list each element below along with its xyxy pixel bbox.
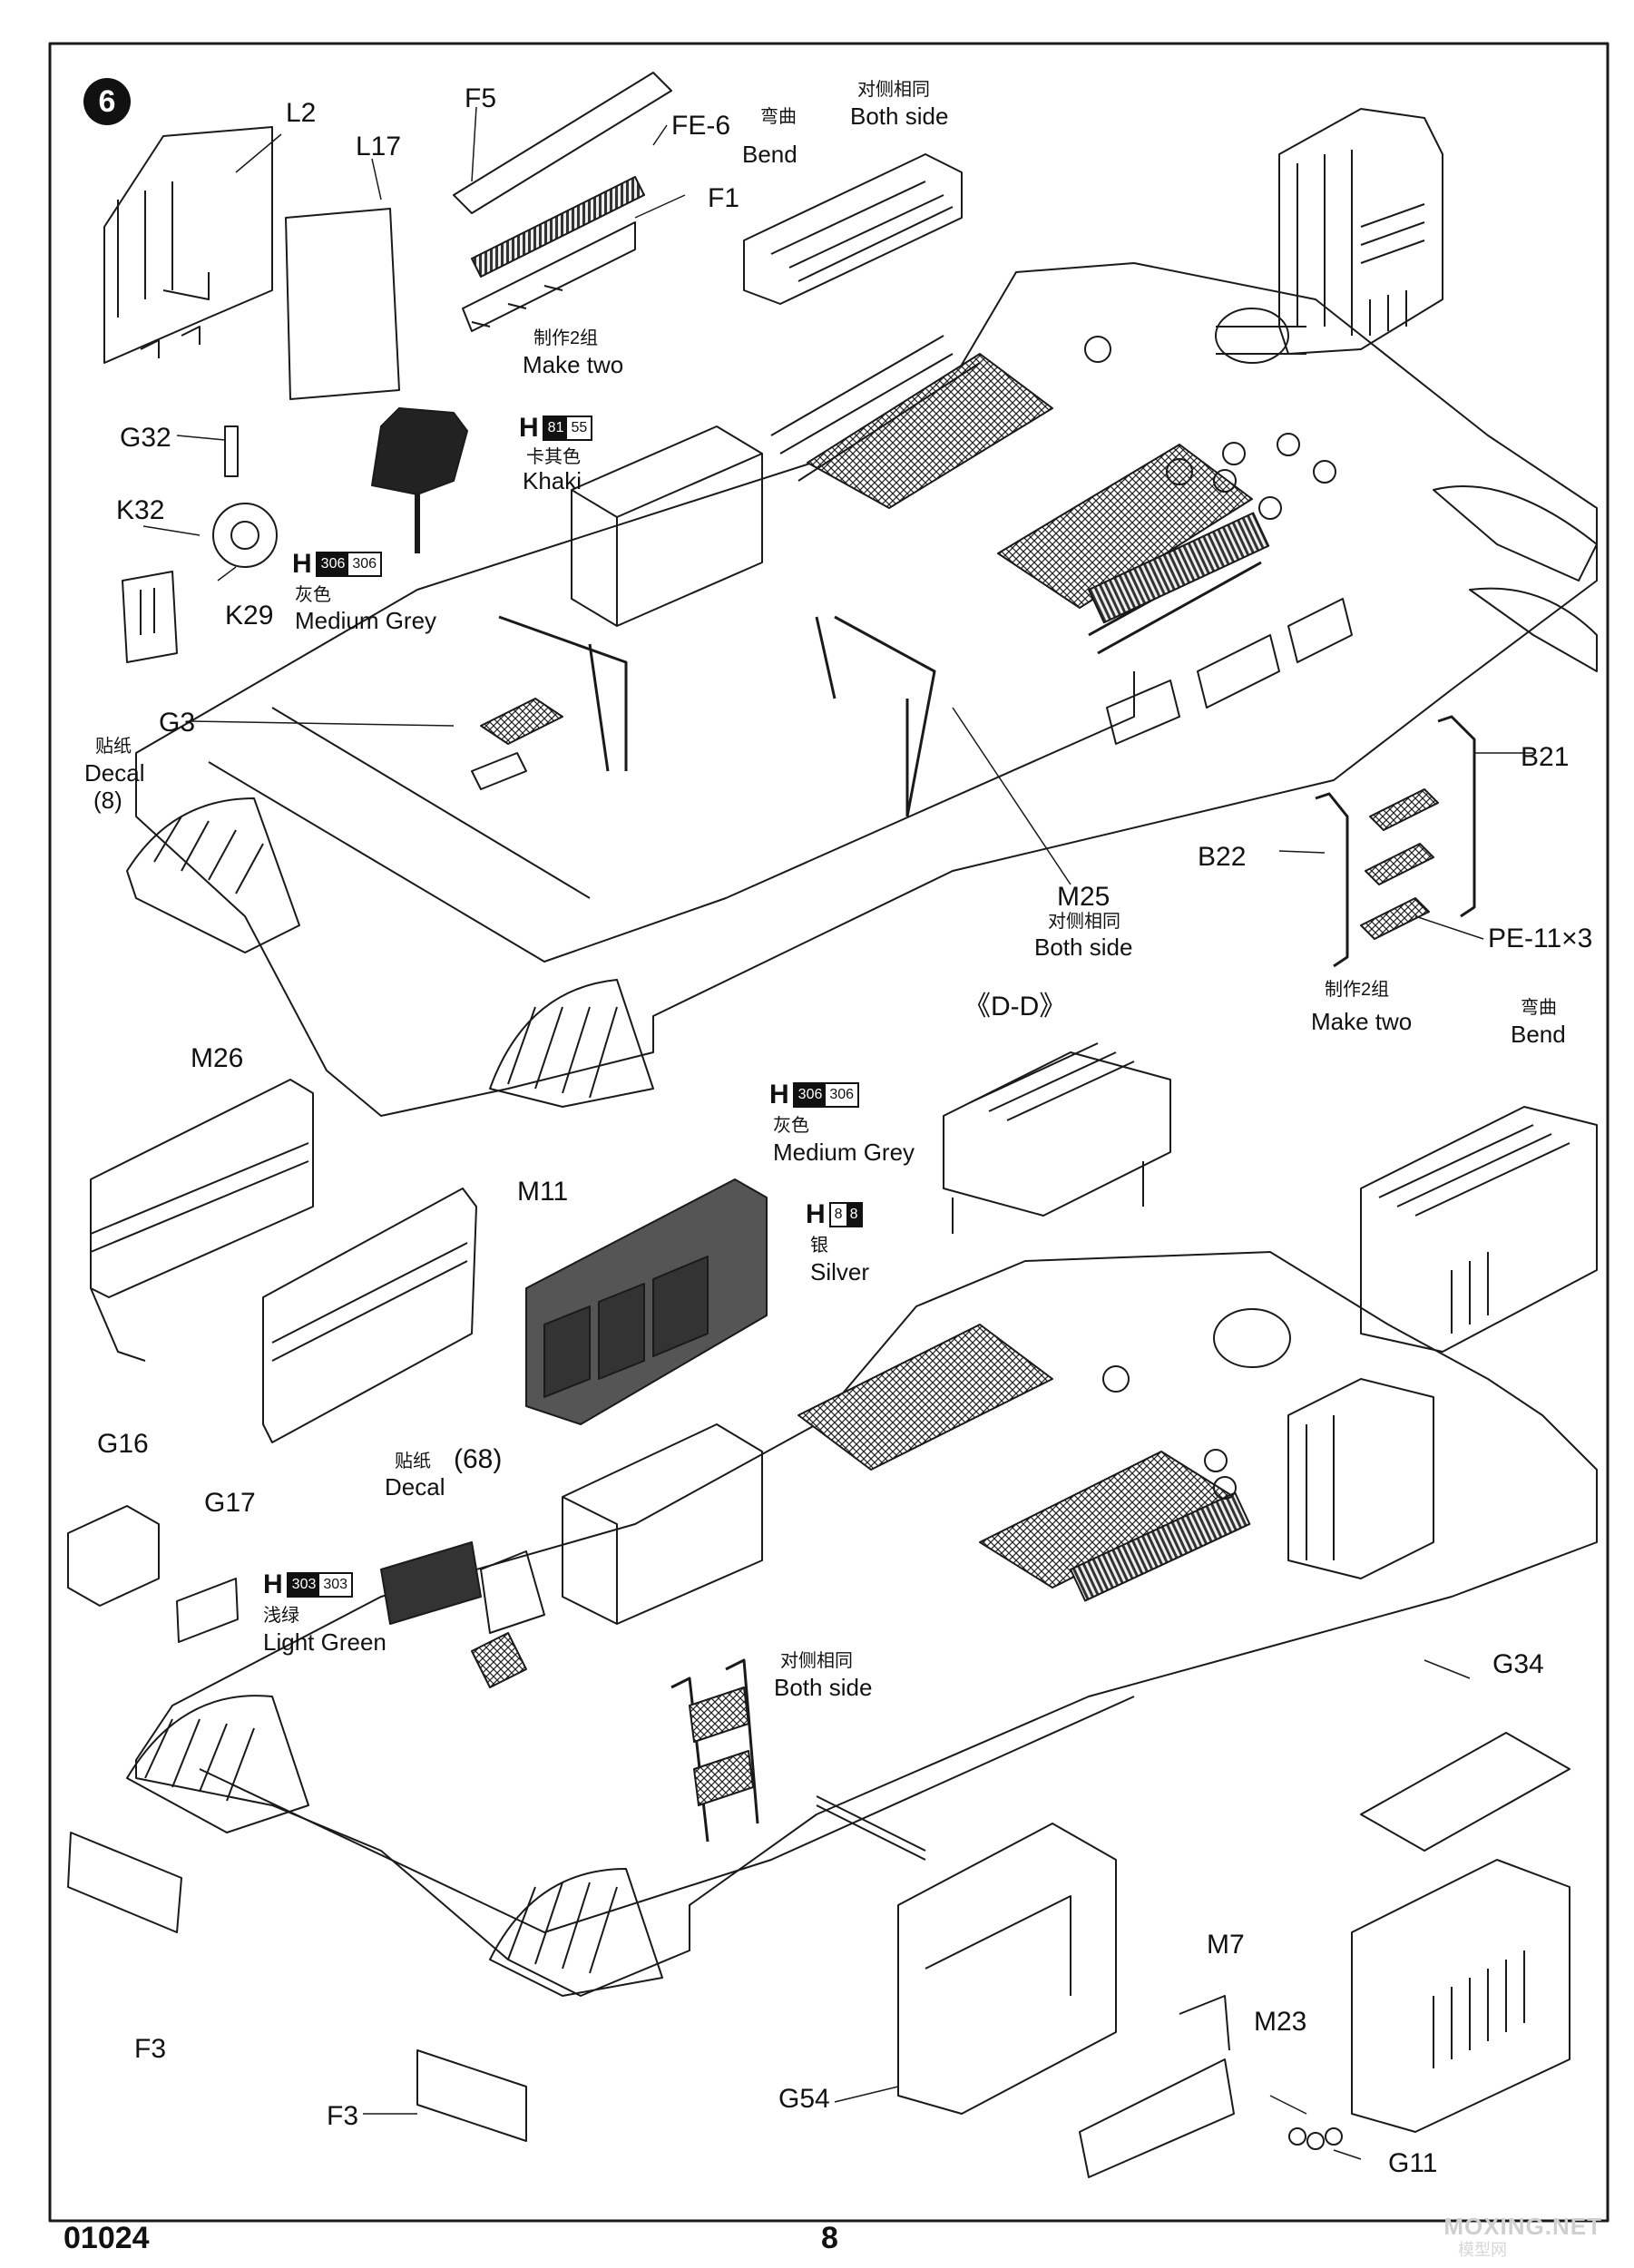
rear-box <box>1278 108 1443 355</box>
note-bend-cn-2: 弯曲 <box>1521 998 1557 1018</box>
label-K29: K29 <box>225 601 274 631</box>
label-M25: M25 <box>1057 882 1111 912</box>
note-make-two-en-1: Make two <box>523 351 624 378</box>
label-DD: 《D-D》 <box>964 992 1067 1022</box>
lower-hull <box>126 1251 1598 1997</box>
decal-en-2: Decal <box>385 1473 445 1501</box>
note-both-en-3: Both side <box>774 1674 873 1701</box>
paint-green-cn: 浅绿 <box>263 1606 299 1626</box>
note-make-two-cn-2: 制作2组 <box>1325 980 1390 1000</box>
paint-grey-1-cn: 灰色 <box>295 585 331 605</box>
page-frame <box>48 42 1610 2223</box>
box-DD <box>943 1042 1171 1234</box>
label-L17: L17 <box>356 132 402 161</box>
note-make-two-cn-1: 制作2组 <box>533 328 599 348</box>
ladders-B21-B22 <box>1315 715 1476 968</box>
leader-lines <box>142 106 1533 2160</box>
plate-right <box>416 2049 527 2142</box>
paint-khaki-cn: 卡其色 <box>526 447 581 467</box>
paint-silver-en: Silver <box>810 1258 870 1286</box>
label-FE6: FE-6 <box>671 111 731 141</box>
label-M7: M7 <box>1207 1930 1245 1960</box>
paint-khaki-en: Khaki <box>523 467 582 494</box>
label-B22: B22 <box>1198 842 1247 872</box>
label-G32: G32 <box>120 423 171 453</box>
label-G11: G11 <box>1388 2148 1438 2178</box>
paint-grey-2-cn: 灰色 <box>773 1116 809 1136</box>
panels-M26-M11 <box>90 1079 477 1443</box>
label-G54: G54 <box>778 2084 830 2114</box>
note-both-cn-3: 对侧相同 <box>780 1651 853 1671</box>
watermark: MOXING.NET <box>1443 2213 1602 2240</box>
label-B21: B21 <box>1521 742 1570 772</box>
label-G17: G17 <box>204 1488 256 1518</box>
paint-grey-2-en: Medium Grey <box>773 1139 915 1166</box>
side-panel <box>743 153 963 305</box>
parts-G32-K32-K29 <box>122 425 278 663</box>
footer-code: 01024 <box>64 2221 150 2255</box>
label-M26: M26 <box>191 1043 244 1073</box>
engine-unit <box>1360 1106 1598 1353</box>
rack-F5-F1 <box>453 72 672 332</box>
label-F1: F1 <box>708 183 740 213</box>
label-F5: F5 <box>465 83 497 113</box>
box-G16-G17 <box>67 1505 482 1643</box>
label-F3-left: F3 <box>134 2034 167 2064</box>
radio-box <box>525 1178 768 1425</box>
label-K32: K32 <box>116 495 165 525</box>
watermark-sub: 模型网 <box>1458 2241 1507 2259</box>
base-G54-M7 <box>897 1823 1235 2178</box>
decal-num-2: (68) <box>454 1444 503 1474</box>
paint-silver-cn: 银 <box>810 1236 828 1256</box>
cab-guard-L2-L17 <box>103 126 400 400</box>
decal-cn-2: 贴纸 <box>395 1452 431 1471</box>
label-G16: G16 <box>97 1429 149 1459</box>
note-both-cn-1: 对侧相同 <box>857 80 930 100</box>
decal-cn-1: 贴纸 <box>95 737 132 757</box>
seat <box>371 407 468 553</box>
label-PE11: PE-11×3 <box>1488 924 1593 953</box>
label-G3: G3 <box>159 708 196 738</box>
label-F3-right: F3 <box>327 2101 359 2131</box>
step-number: 6 <box>83 78 131 125</box>
note-make-two-en-2: Make two <box>1311 1008 1413 1035</box>
plate-left <box>67 1832 182 1933</box>
label-M23: M23 <box>1254 2007 1307 2037</box>
paint-grey-1-en: Medium Grey <box>295 607 437 634</box>
bin-G34-G11 <box>1288 1732 1570 2150</box>
label-G34: G34 <box>1492 1649 1544 1679</box>
note-both-en-2: Both side <box>1034 934 1133 961</box>
label-L2: L2 <box>286 98 317 128</box>
footer-page-number: 8 <box>821 2221 838 2255</box>
label-M11: M11 <box>517 1177 569 1207</box>
decal-num-1: (8) <box>93 787 122 814</box>
note-both-en-1: Both side <box>850 103 949 130</box>
note-bend-en-1: Bend <box>742 141 797 168</box>
decal-en-1: Decal <box>84 759 145 787</box>
upper-hull-top <box>126 262 1598 1117</box>
note-bend-cn-1: 弯曲 <box>760 107 797 127</box>
note-bend-en-2: Bend <box>1511 1021 1566 1048</box>
paint-green-en: Light Green <box>263 1628 386 1656</box>
note-both-cn-2: 对侧相同 <box>1048 912 1120 932</box>
